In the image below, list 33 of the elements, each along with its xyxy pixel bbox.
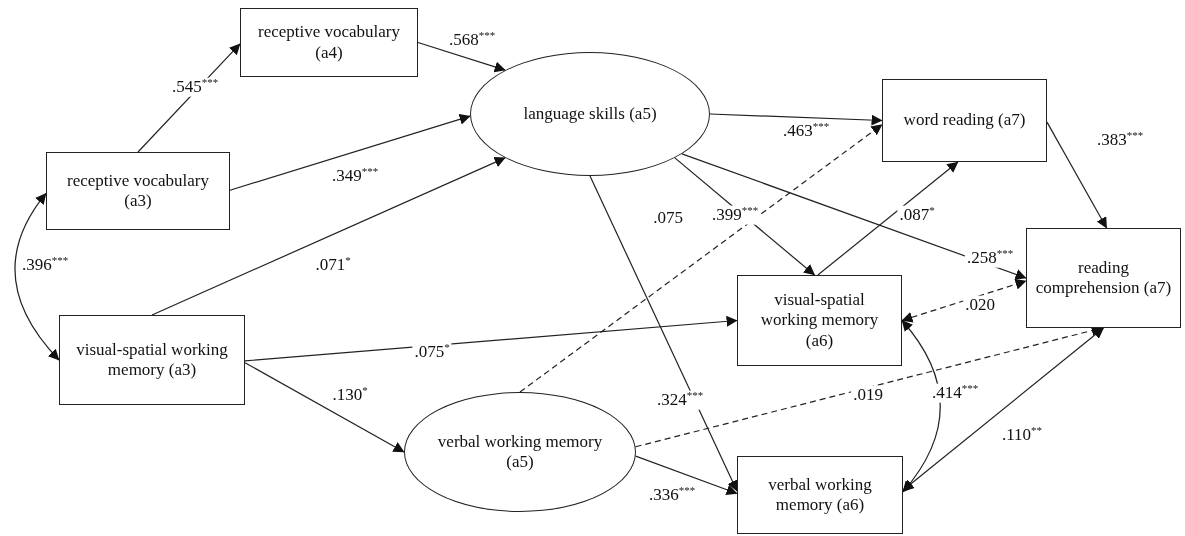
observed-variable-box [737, 275, 902, 366]
arrow [417, 41, 506, 73]
arrow [151, 157, 506, 316]
arrow [635, 455, 738, 495]
arrow [589, 175, 738, 492]
observed-variable-box [59, 315, 245, 405]
variable-label: word reading (a7) [903, 110, 1026, 131]
arrow [244, 362, 405, 453]
arrow [902, 327, 1105, 491]
variable-label: verbal working memory (a5) [436, 431, 604, 473]
arrow [681, 153, 1027, 280]
observed-variable-box [240, 8, 418, 77]
variable-label: language skills (a5) [523, 103, 657, 125]
arrow [709, 113, 883, 126]
variable-label: verbal working memory (a6) [767, 474, 873, 516]
curved-double-arrow [14, 192, 60, 361]
dashed-arrow [901, 278, 1027, 323]
observed-variable-box [882, 79, 1047, 162]
arrow [229, 114, 471, 191]
arrow [817, 161, 959, 276]
arrow [244, 315, 738, 362]
variable-label: receptive vocabulary (a3) [65, 170, 211, 212]
variable-label: visual-spatial working memory (a3) [75, 339, 229, 381]
variable-label: receptive vocabulary (a4) [256, 22, 402, 63]
observed-variable-box [1026, 228, 1181, 328]
variable-label: reading comprehension (a7) [1035, 257, 1172, 299]
observed-variable-box [737, 456, 903, 534]
observed-variable-box [46, 152, 230, 230]
curved-double-arrow [901, 319, 941, 493]
arrow [1046, 121, 1108, 229]
path-coefficient: .258$^{***}$ [964, 248, 1016, 268]
variable-label: visual-spatial working memory (a6) [759, 289, 880, 352]
dashed-arrow [519, 124, 883, 393]
